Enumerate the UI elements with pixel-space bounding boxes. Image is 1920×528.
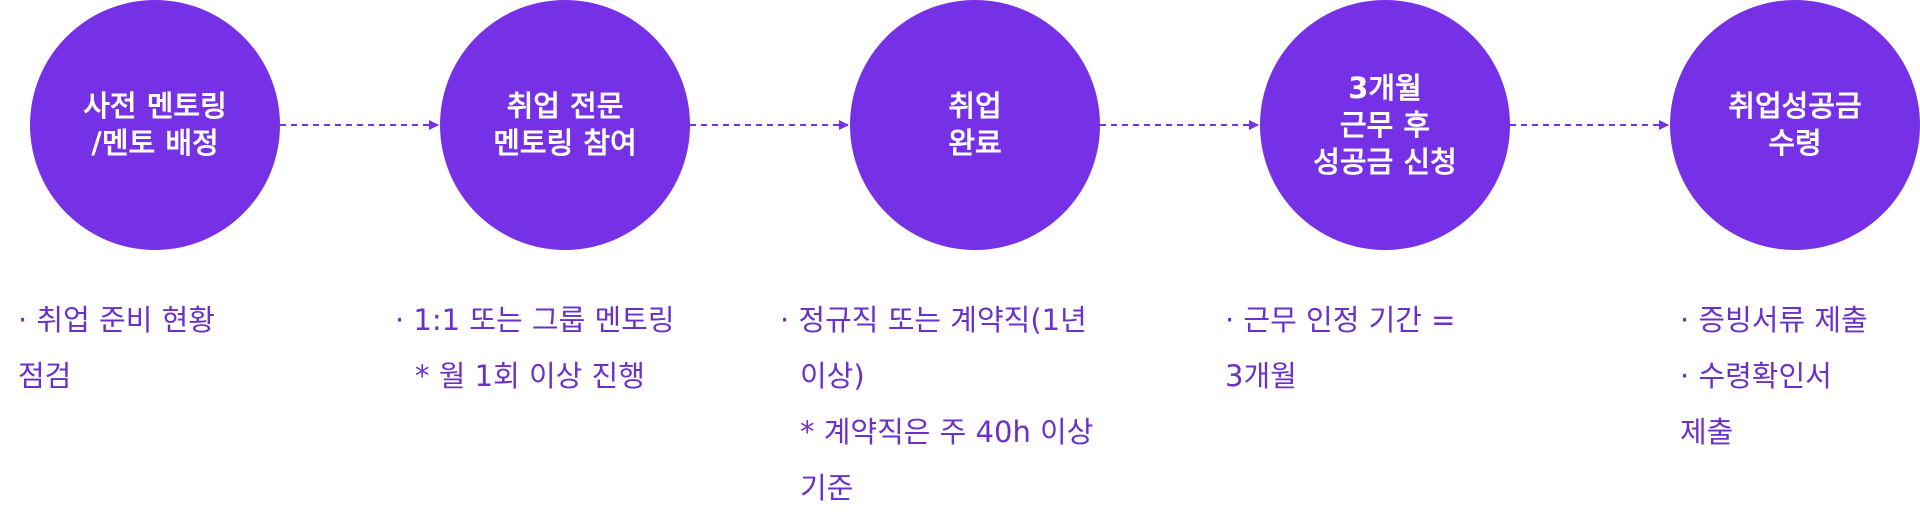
step-4-title: 3개월 근무 후 성공금 신청: [1313, 70, 1457, 179]
step-5-description: · 증빙서류 제출 · 수령확인서 제출: [1680, 292, 1915, 460]
step-4-desc-line-2: 3개월: [1225, 359, 1297, 393]
step-3-desc-line-2: 이상): [800, 359, 865, 393]
step-2-desc-line-1: · 1:1 또는 그룹 멘토링: [395, 303, 675, 337]
step-5-circle: 취업성공금 수령: [1670, 0, 1920, 250]
step-5-title: 취업성공금 수령: [1728, 89, 1862, 160]
step-4-description: · 근무 인정 기간 = 3개월: [1225, 292, 1555, 404]
step-3-circle: 취업 완료: [850, 0, 1100, 250]
step-1-desc-line-2: 점검: [18, 359, 72, 393]
step-3-desc-line-4: 기준: [800, 471, 854, 505]
step-4-circle: 3개월 근무 후 성공금 신청: [1260, 0, 1510, 250]
step-2-description: · 1:1 또는 그룹 멘토링 * 월 1회 이상 진행: [395, 292, 725, 404]
step-1-title: 사전 멘토링 /멘토 배정: [83, 89, 227, 160]
step-2-desc-line-2: * 월 1회 이상 진행: [415, 359, 645, 393]
step-1-description: · 취업 준비 현황 점검: [18, 292, 348, 404]
step-3-desc-line-3: * 계약직은 주 40h 이상: [800, 415, 1094, 449]
step-3-title: 취업 완료: [948, 89, 1002, 160]
step-3-desc-line-1: · 정규직 또는 계약직(1년: [780, 303, 1087, 337]
step-5-desc-line-3: 제출: [1680, 415, 1734, 449]
step-1-circle: 사전 멘토링 /멘토 배정: [30, 0, 280, 250]
step-2-title: 취업 전문 멘토링 참여: [493, 89, 637, 160]
step-2-circle: 취업 전문 멘토링 참여: [440, 0, 690, 250]
step-5-desc-line-1: · 증빙서류 제출: [1680, 303, 1868, 337]
step-4-desc-line-1: · 근무 인정 기간 =: [1225, 303, 1456, 337]
step-3-description: · 정규직 또는 계약직(1년 이상) * 계약직은 주 40h 이상 기준: [780, 292, 1110, 516]
step-5-desc-line-2: · 수령확인서: [1680, 359, 1832, 393]
step-1-desc-line-1: · 취업 준비 현황: [18, 303, 215, 337]
